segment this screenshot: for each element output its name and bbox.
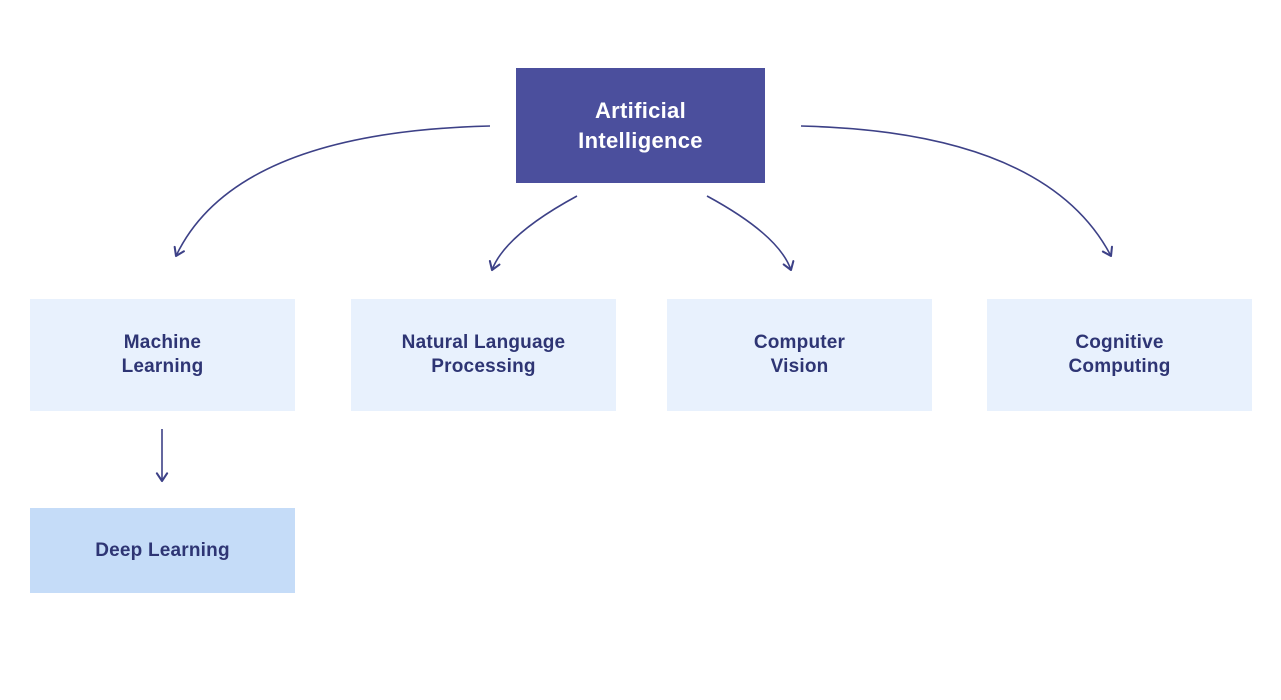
- node-deep-learning: Deep Learning: [30, 508, 295, 593]
- node-label-line: Machine: [123, 332, 202, 353]
- node-artificial-intelligence: Artificial Intelligence: [516, 68, 765, 183]
- node-label-line: Deep Learning: [95, 539, 230, 561]
- node-label-line: Intelligence: [578, 127, 703, 153]
- node-label-line: Computer: [753, 332, 846, 353]
- node-machine-learning: Machine Learning: [30, 299, 295, 411]
- edge-ai-to-cognitive-computing: [800, 125, 1113, 258]
- node-natural-language-processing: Natural Language Processing: [351, 299, 616, 411]
- edge-ai-to-nlp: [488, 195, 578, 272]
- edge-ai-to-computer-vision: [706, 195, 795, 272]
- node-label-line: Processing: [431, 356, 536, 377]
- node-label-line: Learning: [121, 356, 204, 377]
- node-computer-vision: Computer Vision: [667, 299, 932, 411]
- node-cognitive-computing: Cognitive Computing: [987, 299, 1252, 411]
- node-label-line: Vision: [770, 356, 829, 377]
- edge-ai-to-machine-learning: [173, 125, 491, 258]
- node-label-line: Computing: [1068, 356, 1171, 377]
- node-label-line: Natural Language: [401, 332, 566, 353]
- node-label-line: Artificial: [594, 97, 687, 123]
- node-label-line: Cognitive: [1075, 332, 1164, 353]
